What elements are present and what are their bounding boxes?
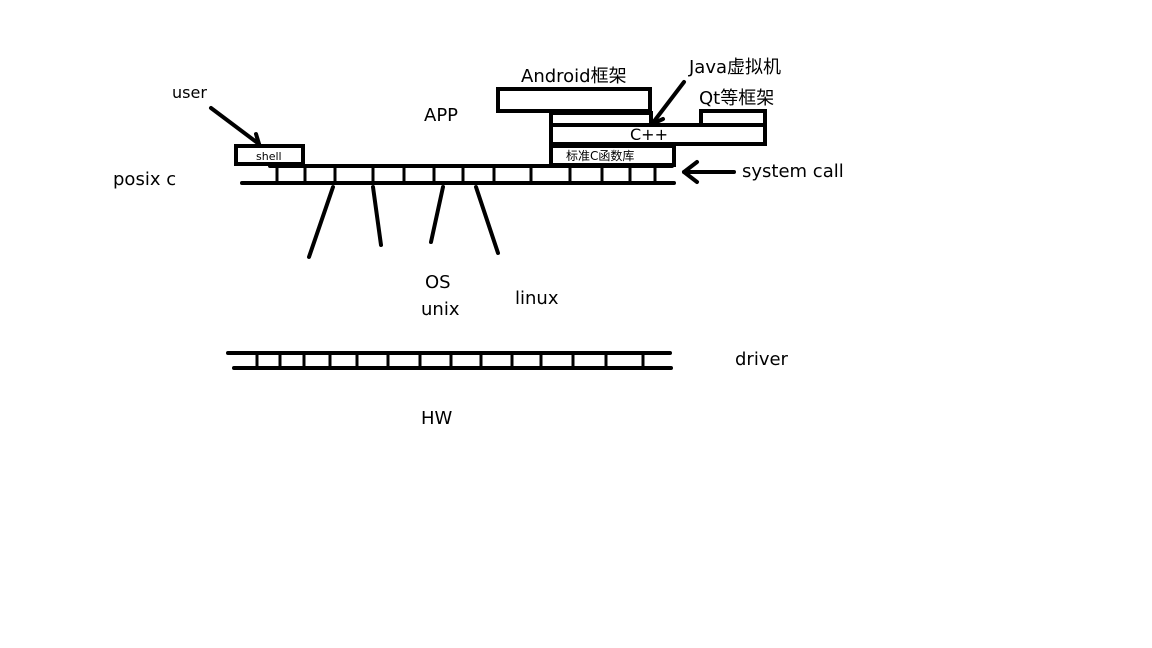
cpp-label: C++ — [630, 125, 668, 144]
std-c-lib-label: 标准C函数库 — [566, 148, 634, 163]
system-call-layer — [240, 164, 676, 185]
user-arrow-head — [254, 132, 261, 146]
kernel-legs — [307, 185, 500, 259]
system-call-rungs — [275, 166, 657, 183]
shell-label: shell — [256, 150, 282, 163]
qt-framework-label: Qt等框架 — [699, 88, 774, 109]
kernel-leg — [307, 185, 335, 259]
posix-c-label: posix c — [113, 169, 176, 190]
system-call-arrow-head — [682, 160, 699, 184]
user-arrow — [209, 106, 261, 146]
android-framework-box — [496, 87, 652, 113]
hw-label: HW — [421, 408, 453, 429]
component-boxes — [234, 87, 767, 167]
java-vm-label: Java虚拟机 — [688, 57, 781, 78]
std-c-lib-box — [549, 144, 676, 167]
system-call-label: system call — [742, 161, 844, 182]
java-vm-arrow-head — [650, 117, 665, 126]
driver-label: driver — [735, 349, 789, 370]
java-vm-arrow — [650, 80, 686, 126]
shell-box — [234, 144, 305, 166]
kernel-leg — [429, 185, 445, 244]
linux-label: linux — [515, 288, 559, 309]
app-label: APP — [424, 105, 458, 126]
kernel-leg — [474, 185, 500, 255]
user-label: user — [172, 83, 207, 102]
user-arrow-shaft — [209, 106, 261, 146]
qt-framework-box — [699, 109, 767, 127]
system-call-arrow — [682, 160, 736, 184]
android-framework-label: Android框架 — [521, 66, 627, 87]
os-label: OS — [425, 272, 451, 293]
driver-rungs — [255, 353, 645, 370]
kernel-leg — [371, 185, 383, 247]
unix-label: unix — [421, 299, 460, 320]
java-vm-arrow-shaft — [650, 80, 686, 126]
